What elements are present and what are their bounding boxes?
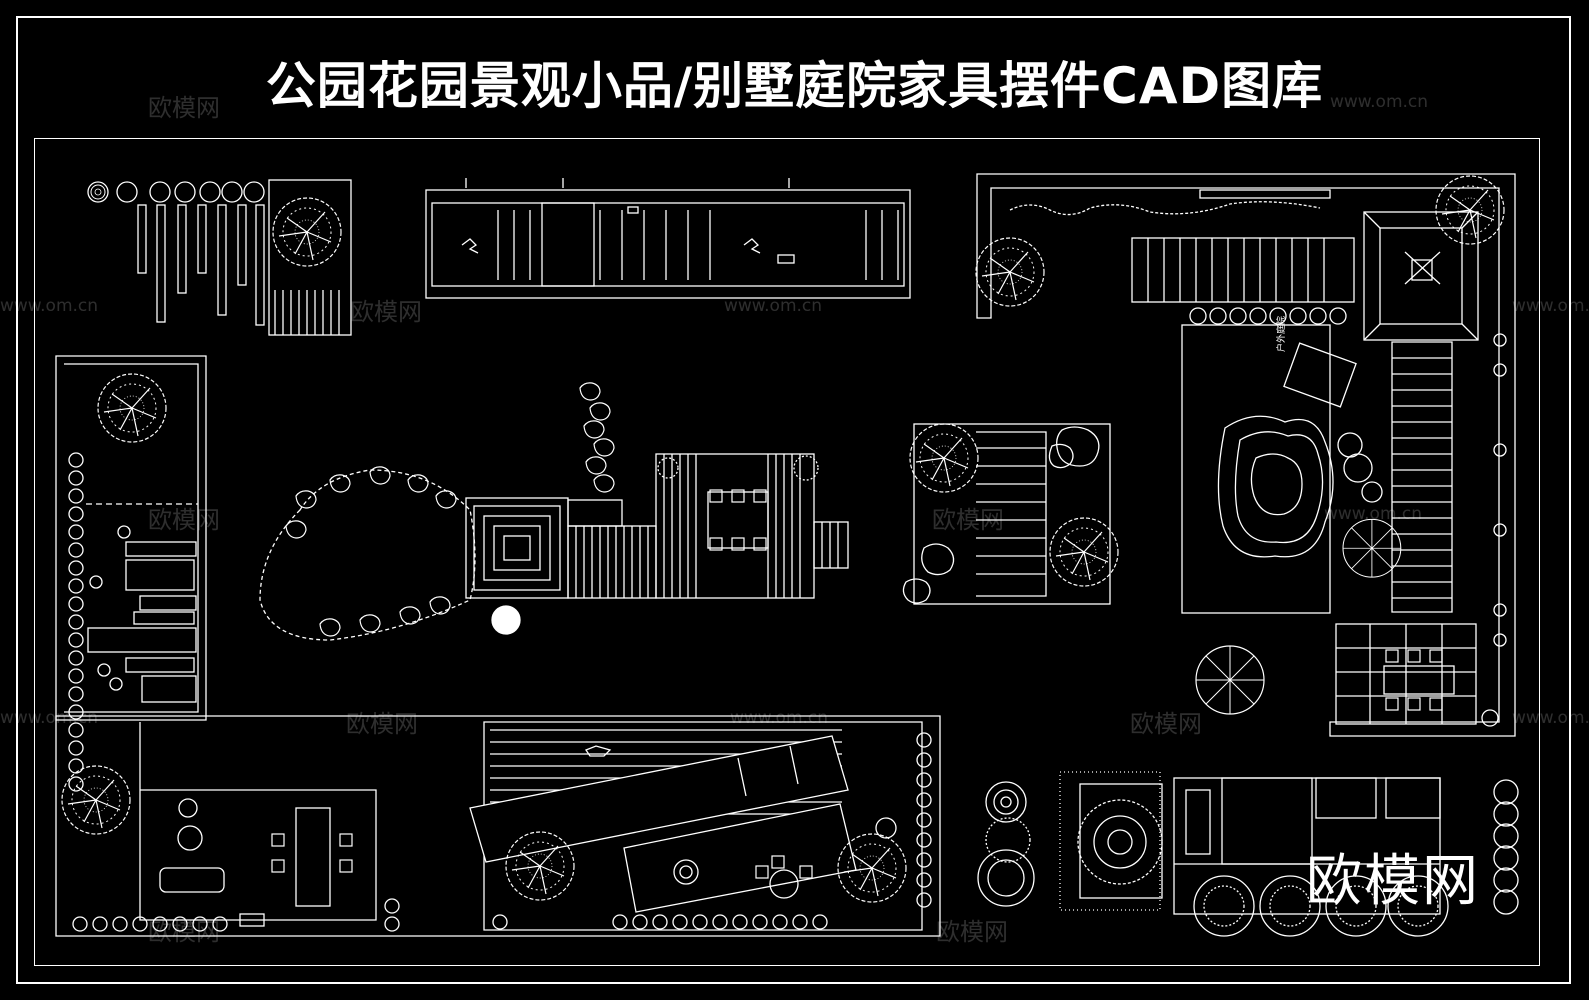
- shrub-column: [68, 452, 84, 792]
- plan-left-garden: [55, 355, 941, 937]
- shrub-column: [1493, 779, 1519, 915]
- drawing-title: 公园花园景观小品/别墅庭院家具摆件CAD图库: [265, 57, 1324, 115]
- plan-striped-panels: [87, 179, 352, 336]
- watermark-brand: 欧模网: [148, 94, 220, 122]
- drawing-border-outer: [16, 16, 1571, 984]
- plan-pond-pavilion: [259, 382, 849, 641]
- watermark-url: www.om.cn: [1512, 296, 1589, 316]
- watermark-brand: 欧模网: [1130, 710, 1202, 738]
- plan-long-pool: [425, 178, 911, 299]
- watermark-url: www.om.cn: [1324, 504, 1423, 524]
- watermark-brand: 欧模网: [350, 298, 422, 326]
- watermark-url: www.om.cn: [1330, 92, 1429, 112]
- plan-patio: [902, 423, 1119, 605]
- plan-diagonal-deck: [469, 721, 932, 931]
- plan-label: 户外庭院: [1275, 316, 1287, 352]
- watermark-brand: 欧模网: [148, 506, 220, 534]
- shrub-row: [492, 914, 828, 930]
- watermark-url: www.om.cn: [0, 296, 99, 316]
- plan-courtyard: 户外庭院: [975, 173, 1516, 737]
- watermark-brand: 欧模网: [148, 918, 220, 946]
- shrub-column: [1493, 333, 1507, 647]
- watermark-brand: 欧模网: [936, 918, 1008, 946]
- watermark-url: www.om.cn: [730, 708, 829, 728]
- shrub-row: [1189, 307, 1347, 325]
- plan-bottom-right: [977, 771, 1519, 937]
- shrub-row: [72, 898, 400, 932]
- watermark-url: www.om.cn: [724, 296, 823, 316]
- shrub-row: [87, 181, 265, 203]
- brand-logo-text: 欧模网: [1306, 849, 1480, 914]
- watermark-url: www.om.cn: [1512, 708, 1589, 728]
- drawing-border-inner: [34, 138, 1540, 966]
- watermark-brand: 欧模网: [346, 710, 418, 738]
- shrub-column: [916, 732, 932, 908]
